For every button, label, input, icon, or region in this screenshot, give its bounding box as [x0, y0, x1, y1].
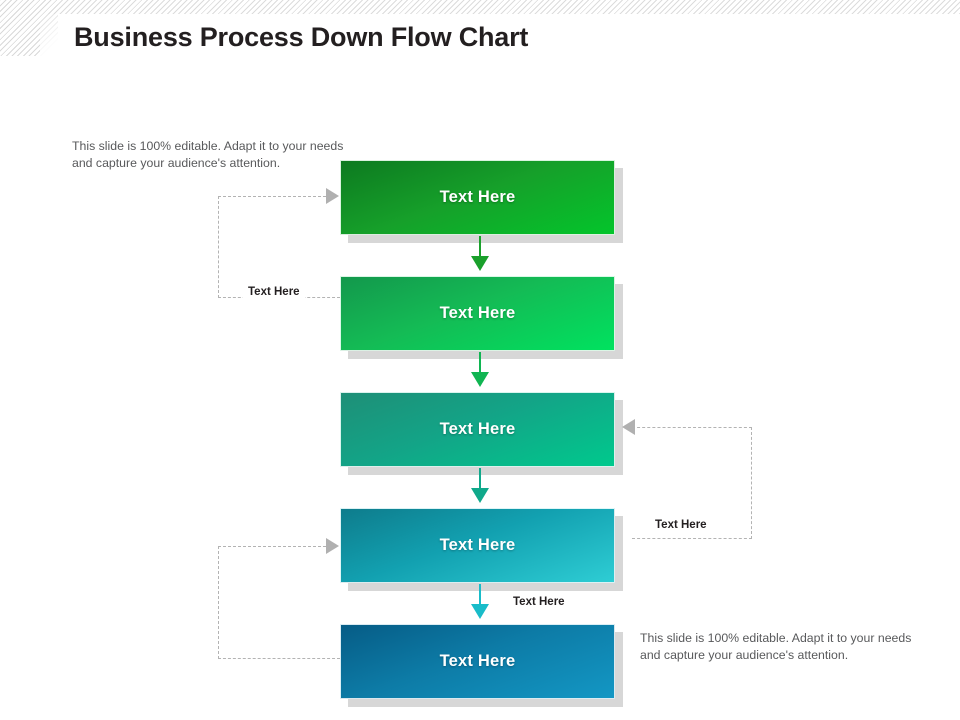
hatch-decoration-strip: [58, 0, 960, 14]
feedback-connector-b-right: [751, 427, 752, 539]
arrowhead-right-icon: [326, 188, 339, 204]
feedback-connector-b-label: Text Here: [650, 518, 712, 532]
page-title: Business Process Down Flow Chart: [74, 22, 529, 52]
process-step-1-label: Text Here: [439, 188, 516, 206]
process-step-4[interactable]: Text Here: [340, 508, 615, 583]
feedback-connector-c-left: [218, 546, 219, 659]
arrow-stem: [479, 584, 481, 606]
description-bottom-right: This slide is 100% editable. Adapt it to…: [640, 631, 912, 662]
process-step-3[interactable]: Text Here: [340, 392, 615, 467]
bottom-arrow-label: Text Here: [508, 595, 570, 609]
process-step-5-label: Text Here: [439, 652, 516, 670]
feedback-connector-b-bottom: [632, 538, 752, 539]
description-top-left: This slide is 100% editable. Adapt it to…: [72, 139, 344, 170]
process-step-5[interactable]: Text Here: [340, 624, 615, 699]
arrow-stem: [479, 236, 481, 258]
hatch-decoration-fade: [40, 14, 80, 56]
arrow-head: [471, 488, 489, 503]
flow-arrow-down-icon-3: [471, 468, 489, 503]
arrow-stem: [479, 468, 481, 490]
arrow-head: [471, 604, 489, 619]
process-step-2-label: Text Here: [439, 304, 516, 322]
arrow-head: [471, 256, 489, 271]
feedback-connector-a-left: [218, 196, 219, 298]
process-step-3-label: Text Here: [439, 420, 516, 438]
flow-arrow-down-icon-4: [471, 584, 489, 619]
arrowhead-left-icon: [622, 419, 635, 435]
feedback-connector-a-top: [218, 196, 336, 197]
feedback-connector-a-label: Text Here: [243, 285, 305, 299]
process-step-1[interactable]: Text Here: [340, 160, 615, 235]
feedback-connector-b-top: [632, 427, 752, 428]
flow-arrow-down-icon-1: [471, 236, 489, 271]
arrow-stem: [479, 352, 481, 374]
feedback-connector-c-bottom: [218, 658, 340, 659]
arrowhead-right-icon: [326, 538, 339, 554]
process-step-2[interactable]: Text Here: [340, 276, 615, 351]
arrow-head: [471, 372, 489, 387]
flow-arrow-down-icon-2: [471, 352, 489, 387]
feedback-connector-c-top: [218, 546, 336, 547]
process-step-4-label: Text Here: [439, 536, 516, 554]
